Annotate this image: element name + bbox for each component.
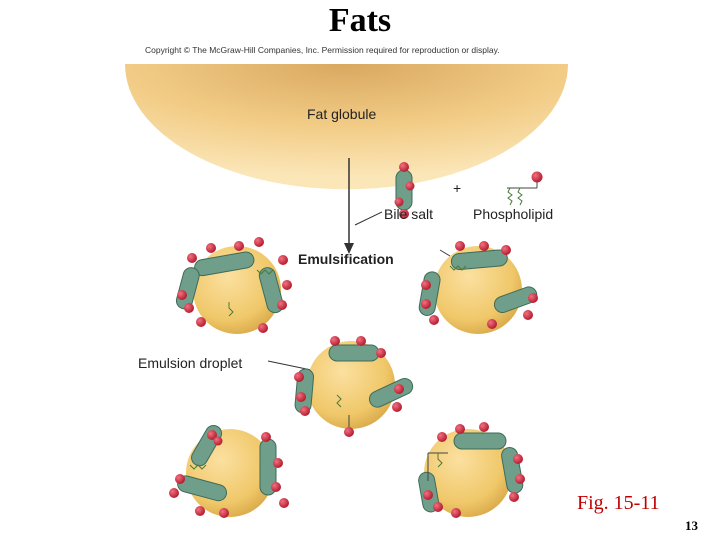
emulsion-droplet-1 — [175, 237, 292, 334]
emulsion-droplet-label: Emulsion droplet — [138, 355, 243, 371]
legend-phospholipid — [507, 171, 543, 206]
emulsion-droplet-4 — [169, 424, 289, 518]
fat-globule-shape — [125, 64, 568, 190]
bile-salt-label: Bile salt — [384, 206, 434, 222]
fat-globule-label: Fat globule — [307, 106, 377, 122]
emulsion-droplet-2 — [418, 241, 538, 334]
bile-salt-pointer — [354, 211, 383, 226]
legend-bile-salt — [394, 162, 415, 219]
emulsion-droplet-5 — [418, 422, 525, 518]
page-number: 13 — [685, 518, 698, 533]
emulsification-label: Emulsification — [298, 251, 394, 267]
emulsion-droplet-3 — [294, 336, 414, 437]
plus-sign: + — [453, 180, 462, 196]
figure-caption: Fig. 15-11 — [577, 492, 660, 514]
copyright-notice: Copyright © The McGraw-Hill Companies, I… — [145, 45, 500, 55]
phospholipid-label: Phospholipid — [473, 206, 554, 222]
slide-title: Fats — [328, 2, 392, 39]
emulsification-arrowhead — [344, 243, 354, 254]
